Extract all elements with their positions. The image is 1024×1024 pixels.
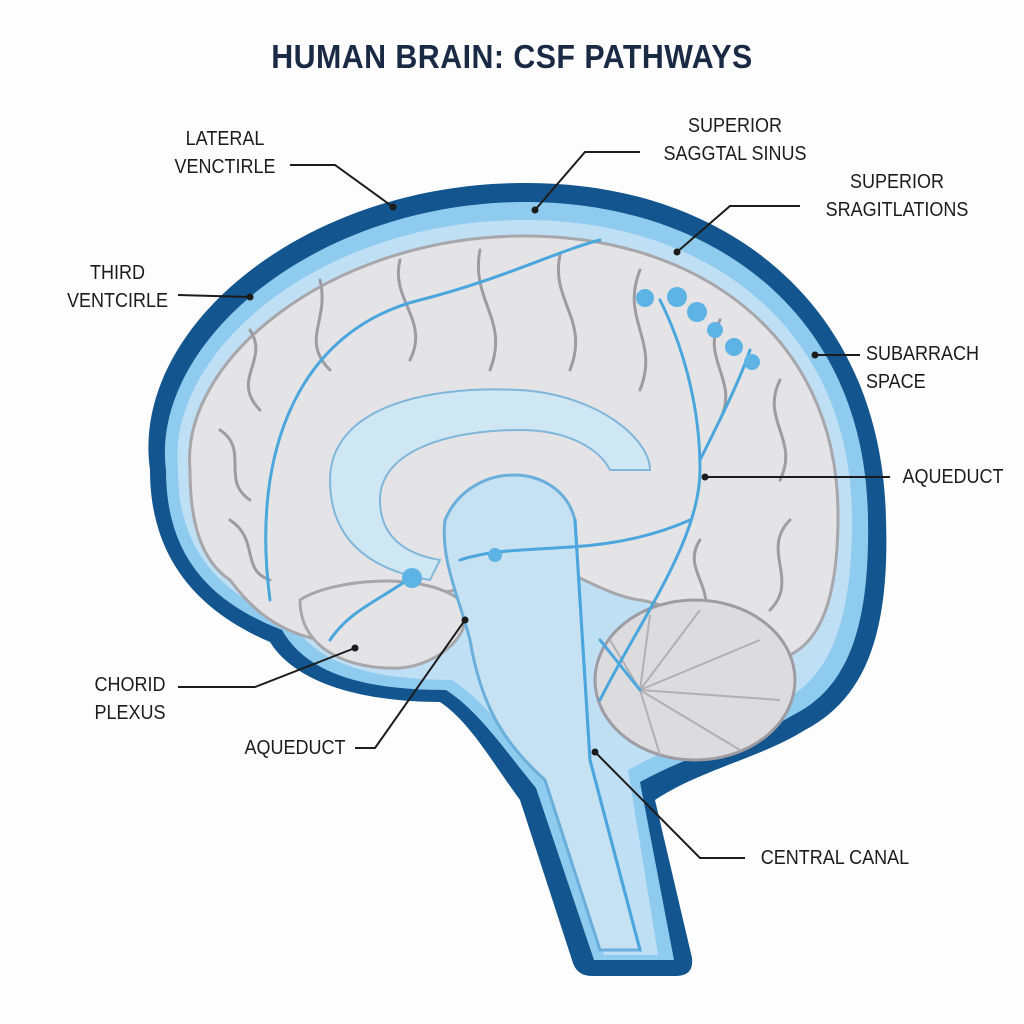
- label-superior-sagittal-sinus: SUPERIOR SAGGTAL SINUS: [659, 112, 812, 168]
- label-line: SUBARRACH: [866, 343, 980, 365]
- label-aqueduct-right: AQUEDUCT: [902, 466, 1004, 488]
- lateral-ventricle: [328, 388, 652, 582]
- label-line: LATERAL: [185, 128, 265, 150]
- label-lateral-ventricle: LATERAL VENCTIRLE: [167, 125, 284, 181]
- cerebellum: [593, 598, 797, 762]
- leader-aqueduct-bottom: [355, 619, 466, 749]
- label-line: PLEXUS: [94, 702, 166, 724]
- leader-choroid-plexus: [178, 647, 356, 688]
- label-central-canal: CENTRAL CANAL: [760, 847, 910, 869]
- diagram-title: HUMAN BRAIN: CSF PATHWAYS: [271, 38, 753, 75]
- label-line: SUPERIOR: [687, 115, 783, 137]
- label-aqueduct-bottom: AQUEDUCT: [244, 737, 346, 759]
- leader-third-ventricle: [177, 294, 251, 298]
- label-line: VENCTIRLE: [174, 156, 276, 178]
- label-choroid-plexus: CHORID PLEXUS: [85, 671, 175, 727]
- label-subarachnoid-space: SUBARRACH SPACE: [866, 340, 980, 396]
- label-line: SPACE: [866, 371, 926, 393]
- label-superior-sragitlations: SUPERIOR SRAGITLATIONS: [821, 168, 974, 224]
- label-line: THIRD: [89, 262, 145, 284]
- brainstem: [442, 473, 642, 952]
- leader-superior-sagittal-sinus: [534, 151, 640, 211]
- label-line: SAGGTAL SINUS: [663, 143, 807, 165]
- label-third-ventricle: THIRD VENTCIRLE: [61, 259, 174, 315]
- label-line: CHORID: [94, 674, 166, 696]
- cerebellum-folia: [609, 609, 781, 756]
- leader-superior-sragitlations: [676, 205, 800, 253]
- label-line: SRAGITLATIONS: [825, 199, 969, 221]
- arachnoid-granulations: [402, 287, 760, 588]
- leader-lateral-ventricle: [290, 164, 394, 208]
- leader-central-canal: [594, 751, 745, 859]
- temporal-lobe: [298, 579, 467, 670]
- label-line: VENTCIRLE: [66, 290, 169, 312]
- label-line: SUPERIOR: [849, 171, 945, 193]
